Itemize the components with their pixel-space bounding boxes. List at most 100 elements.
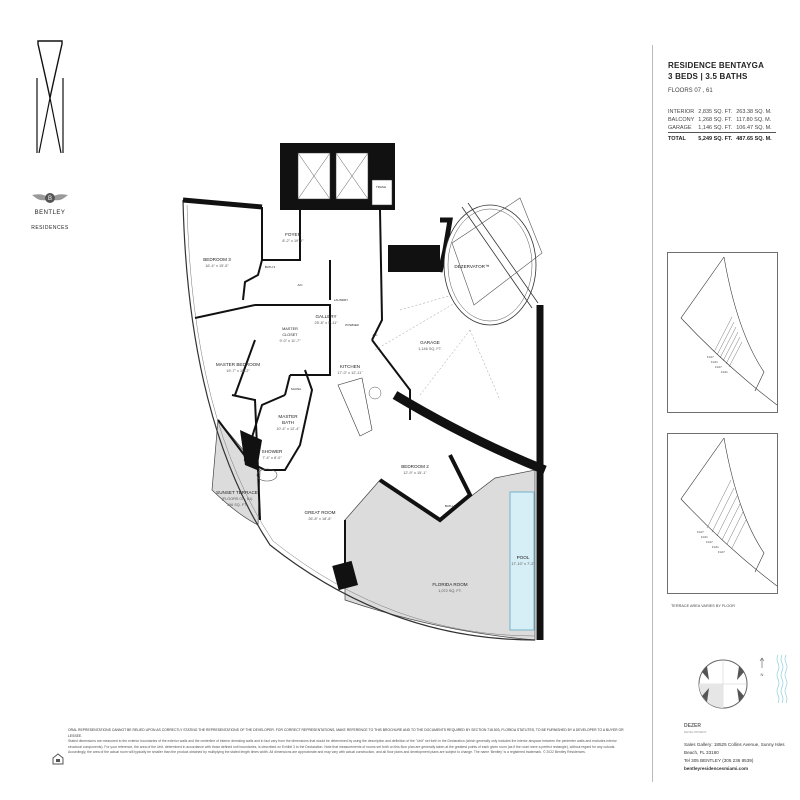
floor-label: FL07 (697, 530, 704, 534)
disclaimer: ORAL REPRESENTATIONS CANNOT BE RELIED UP… (68, 728, 628, 756)
room-floors: (FLOORS 07 , 61) (221, 497, 253, 501)
room-dim: 26'-8" x 18'-8" (308, 517, 332, 521)
key-plan-top: FL07 FL61 FL07 FL61 (667, 252, 778, 413)
area-sqft: 1,146 SQ. FT. (698, 125, 733, 131)
room-name: MASTER CLOSET (282, 327, 298, 337)
total-sqm: 487.65 SQ. M. (736, 132, 776, 143)
equal-housing-icon (52, 753, 64, 765)
beds-baths: 3 BEDS | 3.5 BATHS (668, 72, 748, 81)
floor-label: FL61 (721, 370, 728, 374)
residence-title: RESIDENCE BENTAYGA (668, 61, 765, 70)
room-name: MASTER BATH (278, 414, 298, 425)
room-name: SUNSET TERRACE (216, 490, 258, 495)
room-florida-room: FLORIDA ROOM 1,072 SQ. FT. (432, 582, 467, 594)
dezervator-turntable (443, 197, 543, 326)
area-label: BALCONY (668, 117, 695, 123)
room-sauna: SAUNA (290, 387, 302, 391)
website-link[interactable]: bentleyresidencesmiami.com (684, 766, 749, 771)
room-name: POOL (516, 555, 530, 560)
room-great-room: GREAT ROOM 26'-8" x 18'-8" (305, 510, 336, 522)
room-name: FOYER (285, 232, 301, 237)
area-sqm: 106.47 SQ. M. (736, 125, 772, 131)
room-name: BEDROOM 2 (401, 464, 429, 469)
floor-label: FL61 (712, 545, 719, 549)
room-dezervator: DEZERVATOR™ (454, 264, 490, 269)
room-sunset-terrace: SUNSET TERRACE (FLOORS 07 , 61) 196 SQ. FT… (216, 490, 258, 508)
bentley-wings-icon: B (32, 193, 68, 203)
disclaimer-body: Stated dimensions are measured to the ex… (68, 739, 617, 754)
floor-label: FL07 (718, 550, 725, 554)
room-dim: 12'-9" x 15'-1" (403, 471, 427, 475)
room-name: BEDROOM 3 (203, 257, 231, 262)
brand-sub: RESIDENCES (31, 225, 69, 231)
residence-info: RESIDENCE BENTAYGA 3 BEDS | 3.5 BATHS FL… (668, 60, 798, 143)
footer-divider (652, 722, 653, 782)
area-sqft: 2,835 SQ. FT. (698, 109, 733, 115)
area-label: GARAGE (668, 125, 692, 131)
area-sqft: 1,268 SQ. FT. (698, 117, 733, 123)
disclaimer-lead: ORAL REPRESENTATIONS CANNOT BE RELIED UP… (68, 728, 624, 738)
room-dim: 19'-7" x 15'-2" (226, 369, 250, 373)
room-name: GALLERY (315, 314, 337, 319)
room-foyer: FOYER 8'-2" x 19'-9" (282, 232, 303, 244)
room-name: SHOWER (261, 449, 283, 454)
area-sqm: 263.38 SQ. M. (736, 109, 772, 115)
floor-label: FL07 (706, 540, 713, 544)
room-dim: 1,146 SQ. FT. (418, 347, 442, 351)
room-master-closet: MASTER CLOSET 9'-0" x 11'-7" (275, 326, 305, 344)
florida-room-area (344, 469, 536, 641)
room-name: GREAT ROOM (304, 510, 336, 515)
room-bedroom3: BEDROOM 3 16'-4" x 15'-5" (203, 257, 231, 269)
brand-name: BENTLEY (34, 210, 66, 216)
total-label: TOTAL (668, 132, 699, 143)
room-ac: A/C (372, 333, 378, 337)
contact: Sales Gallery: 18525 Collins Avenue, Sun… (684, 741, 800, 773)
pool (509, 491, 535, 631)
facade (182, 199, 536, 641)
area-label: INTERIOR (668, 109, 695, 115)
room-laundry: LAUNDRY (333, 298, 349, 302)
phone: Tel 305 BENTLEY (305 236 8539) (684, 758, 754, 763)
room-dim: 1,072 SQ. FT. (438, 589, 462, 593)
key-plan-bottom: FL07 FL61 FL07 FL61 FL07 (667, 433, 778, 594)
room-dim: 7'-4" x 8'-0" (262, 456, 282, 460)
floor-label: FL07 (715, 365, 722, 369)
floor-label: FL07 (707, 355, 714, 359)
room-dim: 17'-0" x 12'-11" (337, 371, 363, 375)
svg-text:B: B (48, 196, 52, 202)
room-ac: A/C (297, 283, 303, 287)
floors: FLOORS 07 , 61 (668, 88, 713, 94)
room-dim: 8'-2" x 19'-9" (282, 239, 304, 243)
room-bedroom2: BEDROOM 2 12'-9" x 15'-1" (401, 464, 429, 476)
total-sqft: 5,249 SQ. FT. (698, 132, 737, 143)
dezer-sub: DEVELOPMENT (684, 730, 707, 734)
room-kitchen: KITCHEN 17'-0" x 12'-11" (337, 364, 362, 376)
room-dim: 196 SQ. FT. (226, 503, 248, 507)
table-row: GARAGE 1,146 SQ. FT.106.47 SQ. M. (668, 124, 776, 133)
room-garage: GARAGE 1,146 SQ. FT. (418, 340, 441, 352)
room-bath2: BATH 2 (444, 504, 456, 508)
tower-logo (36, 40, 64, 154)
room-name: KITCHEN (339, 364, 361, 369)
sales-gallery: Sales Gallery: 18525 Collins Avenue, Sun… (684, 742, 785, 755)
room-name: FLORIDA ROOM (432, 582, 468, 587)
terrace-caption: TERRACE AREA VARIES BY FLOOR (670, 604, 735, 608)
room-name: GARAGE (420, 340, 440, 345)
area-sqm: 117.80 SQ. M. (736, 117, 772, 123)
room-dim: 9'-0" x 11'-7" (279, 339, 301, 343)
divider (652, 45, 653, 745)
room-dim: 16'-4" x 15'-5" (205, 264, 229, 268)
room-name: MASTER BEDROOM (215, 362, 261, 367)
room-shower: SHOWER 7'-4" x 8'-0" (262, 449, 283, 461)
floor-label: FL61 (711, 360, 718, 364)
north-label: N (761, 672, 764, 677)
site-plan-icon: N (698, 654, 788, 709)
room-powder: POWDER (345, 323, 359, 327)
floor-label: FL61 (701, 535, 708, 539)
